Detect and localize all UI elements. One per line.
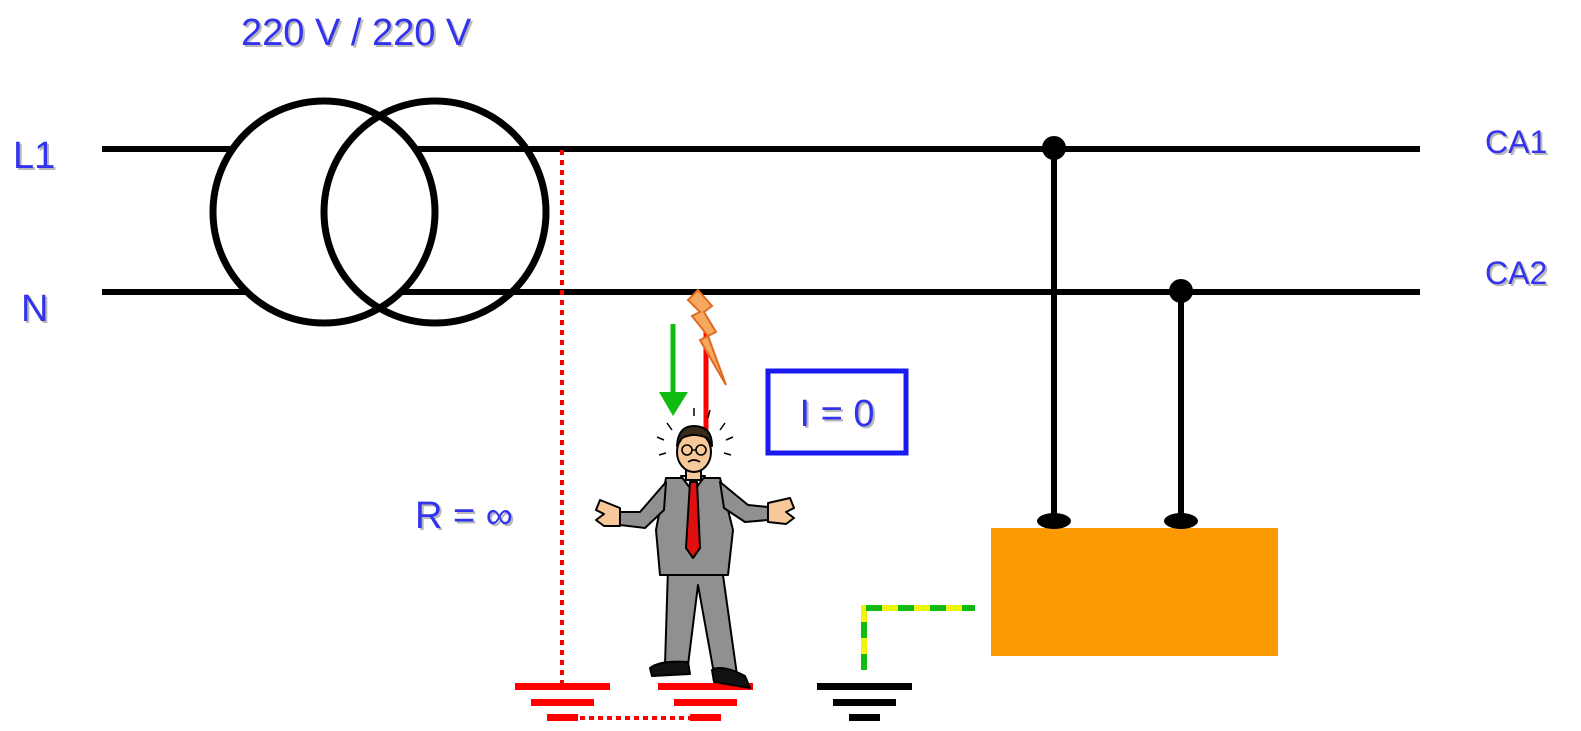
line-l1-label: L1 L1 [13, 135, 57, 179]
svg-text:220 V / 220 V: 220 V / 220 V [241, 12, 472, 54]
svg-text:I = 0: I = 0 [800, 393, 875, 435]
protective-earth-conductor [861, 605, 975, 670]
svg-text:L1: L1 [13, 135, 55, 177]
svg-text:N: N [21, 288, 48, 330]
person-earth-icon [658, 683, 753, 721]
appliance-earth-icon [817, 683, 912, 721]
svg-text:CA1: CA1 [1487, 126, 1549, 162]
transformer-rating-label: 220 V / 220 V 220 V / 220 V [241, 12, 474, 56]
svg-text:CA2: CA2 [1487, 257, 1549, 293]
svg-text:220 V / 220 V: 220 V / 220 V [243, 14, 474, 56]
output-ca2-label: CA2 CA2 [1485, 255, 1549, 293]
resistance-label: R = ∞ R = ∞ [415, 495, 515, 539]
transformer-icon [209, 97, 550, 327]
ca2-feed [1164, 279, 1198, 529]
ca1-feed [1037, 136, 1071, 529]
svg-text:CA1: CA1 [1485, 124, 1547, 160]
svg-text:L1: L1 [15, 137, 57, 179]
svg-text:R = ∞: R = ∞ [417, 497, 515, 539]
output-ca1-label: CA1 CA1 [1485, 124, 1549, 162]
lightning-spark-icon [686, 288, 727, 386]
line-n-label: N N [21, 288, 50, 332]
svg-text:R = ∞: R = ∞ [415, 495, 513, 537]
svg-text:CA2: CA2 [1485, 255, 1547, 291]
current-arrow-icon [659, 324, 688, 416]
source-earth-icon [515, 683, 610, 721]
confused-man-icon [595, 408, 795, 689]
svg-text:I = 0: I = 0 [802, 395, 877, 437]
appliance-housing [991, 528, 1278, 656]
current-value-box: I = 0 I = 0 [765, 368, 909, 456]
svg-text:N: N [23, 290, 50, 332]
